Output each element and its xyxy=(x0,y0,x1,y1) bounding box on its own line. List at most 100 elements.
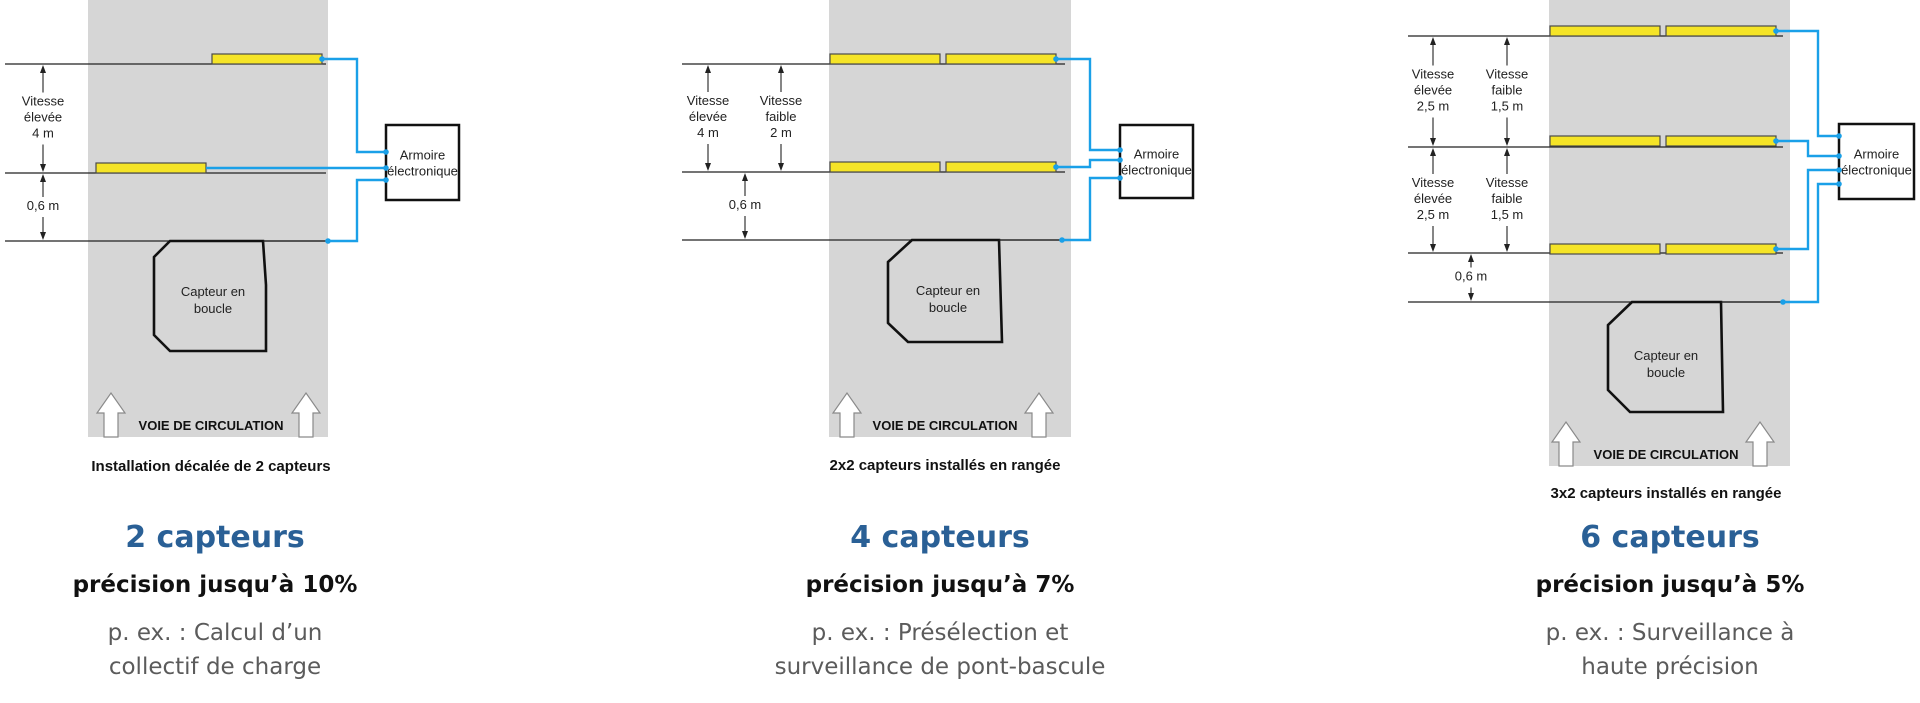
panel-3-wire-dot-5 xyxy=(1773,246,1779,252)
panel-3-dim-3-label-line-1: Vitesse xyxy=(1412,175,1454,190)
panel-3-dim-2-label-line-2: faible xyxy=(1491,83,1522,98)
panel-3-right-up-arrow-icon xyxy=(1744,420,1776,467)
panel-2-dim-2-label-line-3: 2 m xyxy=(770,125,792,140)
panel-3-wire-4 xyxy=(1783,182,1839,304)
panel-3-dim-5-arrow-down xyxy=(1468,293,1474,301)
panel-3-cabinet-label-line-1: Armoire xyxy=(1854,147,1900,162)
panel-2-dim-3-label-line-1: 0,6 m xyxy=(729,197,762,212)
panel-2-count: 4 capteurs xyxy=(850,520,1030,555)
panel-2-dim-1-label-line-2: élevée xyxy=(689,109,727,124)
panel-2-loop: Capteur en boucle xyxy=(886,238,1004,344)
panel-3-wire-dot-8 xyxy=(1836,181,1842,187)
panel-3-dim-5-label-line-1: 0,6 m xyxy=(1455,269,1488,284)
panel-3-dim-1-arrow-up xyxy=(1430,37,1436,45)
panel-2-loop-label-line-2: boucle xyxy=(929,300,967,315)
panel-2-dim-2-arrow-up xyxy=(778,65,784,73)
panel-3-lane xyxy=(1549,0,1790,466)
panel-3-wire-dot-2 xyxy=(1836,133,1842,139)
panel-2-loop-label-line-1: Capteur en xyxy=(916,283,980,298)
panel-3-cabinet-box xyxy=(1837,122,1916,201)
panel-3-loop-label-line-1: Capteur en xyxy=(1634,348,1698,363)
panel-2-wire-dot-5 xyxy=(1059,237,1065,243)
panel-3-caption: 3x2 capteurs installés en rangée xyxy=(1551,485,1782,502)
panel-2-cabinet-box xyxy=(1118,123,1195,200)
panel-1-dim-1-label-line-3: 4 m xyxy=(32,126,54,141)
panel-3-dim-1-label-line-1: Vitesse xyxy=(1412,67,1454,82)
panel-1-dim-2-arrow-up xyxy=(40,174,46,182)
panel-3-wire-dot-7 xyxy=(1780,299,1786,305)
panel-1-dim-1-arrow-up xyxy=(40,65,46,73)
panel-1-dim-1-arrow-down xyxy=(40,164,46,172)
panel-3-dim-1-arrow-down xyxy=(1430,138,1436,146)
panel-2-precision: précision jusqu’à 7% xyxy=(805,572,1075,598)
panel-2-text: 4 capteurs précision jusqu’à 7% p. ex. :… xyxy=(740,520,1140,684)
panel-1-cabinet-label-line-2: électronique xyxy=(387,164,458,179)
panel-3-sensor-1 xyxy=(1549,25,1661,37)
panel-3-count: 6 capteurs xyxy=(1580,520,1760,555)
panel-3-dim-5: 0,6 m xyxy=(1455,254,1488,301)
panel-2-example-line-1: p. ex. : Présélection et xyxy=(811,620,1069,646)
panel-1-text: 2 capteurs précision jusqu’à 10% p. ex. … xyxy=(55,520,375,684)
panel-3-wire-3 xyxy=(1776,168,1839,251)
panel-2-sensor-2 xyxy=(945,53,1057,65)
panel-1-wire-1 xyxy=(322,57,386,154)
panel-2-sensor-1 xyxy=(829,53,941,65)
panel-3-dim-3-label-line-3: 2,5 m xyxy=(1417,207,1450,222)
panel-3-precision: précision jusqu’à 5% xyxy=(1535,572,1805,598)
panel-1-dim-2: 0,6 m xyxy=(27,174,60,240)
panel-3-wire-dot-4 xyxy=(1836,153,1842,159)
panel-1-lane-label: VOIE DE CIRCULATION xyxy=(139,418,284,433)
panel-1-lane xyxy=(88,0,328,437)
panel-1-cabinet-label-line-1: Armoire xyxy=(400,148,446,163)
panel-3-sensor-5 xyxy=(1549,243,1661,255)
panel-2-dim-2-label-line-1: Vitesse xyxy=(760,93,802,108)
panel-3-wire-1 xyxy=(1776,29,1839,138)
panel-1-example-line-1: p. ex. : Calcul d’un xyxy=(107,620,323,646)
panel-2-cabinet-label-line-1: Armoire xyxy=(1134,147,1180,162)
panel-3-loop-label-line-2: boucle xyxy=(1647,365,1685,380)
panel-2-sensor-3 xyxy=(829,161,941,173)
panel-3-example: p. ex. : Surveillance à haute précision xyxy=(1510,616,1830,684)
panel-2-caption: 2x2 capteurs installés en rangée xyxy=(830,457,1061,474)
panel-3-dim-1-label-line-3: 2,5 m xyxy=(1417,99,1450,114)
panel-3-wire-dot-3 xyxy=(1773,138,1779,144)
panel-3-lane-label: VOIE DE CIRCULATION xyxy=(1594,447,1739,462)
panel-2-dim-1-label-line-1: Vitesse xyxy=(687,93,729,108)
panel-2-left-up-arrow-icon xyxy=(831,391,863,438)
panel-2-dim-2-arrow-down xyxy=(778,163,784,171)
panel-3-dim-2-label-line-1: Vitesse xyxy=(1486,67,1528,82)
panel-1-example-line-2: collectif de charge xyxy=(108,654,322,680)
panel-3-sensor-6 xyxy=(1665,243,1777,255)
panel-3-sensor-4 xyxy=(1665,135,1777,147)
panel-2-dim-3-arrow-down xyxy=(742,231,748,239)
panel-3-wire-2 xyxy=(1776,139,1839,158)
panel-1-left-up-arrow-icon xyxy=(95,391,127,438)
panel-1-count: 2 capteurs xyxy=(125,520,305,555)
panel-3-dim-2-arrow-down xyxy=(1504,138,1510,146)
panel-2-dim-2-label-line-2: faible xyxy=(765,109,796,124)
panel-3-wire-dot-6 xyxy=(1836,167,1842,173)
panel-1-cabinet-box xyxy=(384,123,461,202)
panel-3-dim-3-label-line-2: élevée xyxy=(1414,191,1452,206)
panel-2-wire-2 xyxy=(1056,158,1120,169)
panel-3-dim-1-label-line-2: élevée xyxy=(1414,83,1452,98)
panel-2-wire-dot-6 xyxy=(1117,175,1123,181)
panel-2-dim-1-arrow-down xyxy=(705,163,711,171)
panel-2-dim-3: 0,6 m xyxy=(729,173,762,239)
panel-3-dim-2-arrow-up xyxy=(1504,37,1510,45)
panel-3-dim-4-arrow-down xyxy=(1504,244,1510,252)
panel-2-wire-dot-1 xyxy=(1053,56,1059,62)
panel-1-dim-2-label-line-1: 0,6 m xyxy=(27,198,60,213)
panel-3-text: 6 capteurs précision jusqu’à 5% p. ex. :… xyxy=(1510,520,1830,684)
panel-2-cabinet-label-line-2: électronique xyxy=(1121,163,1192,178)
panel-3-left-up-arrow-icon xyxy=(1550,420,1582,467)
